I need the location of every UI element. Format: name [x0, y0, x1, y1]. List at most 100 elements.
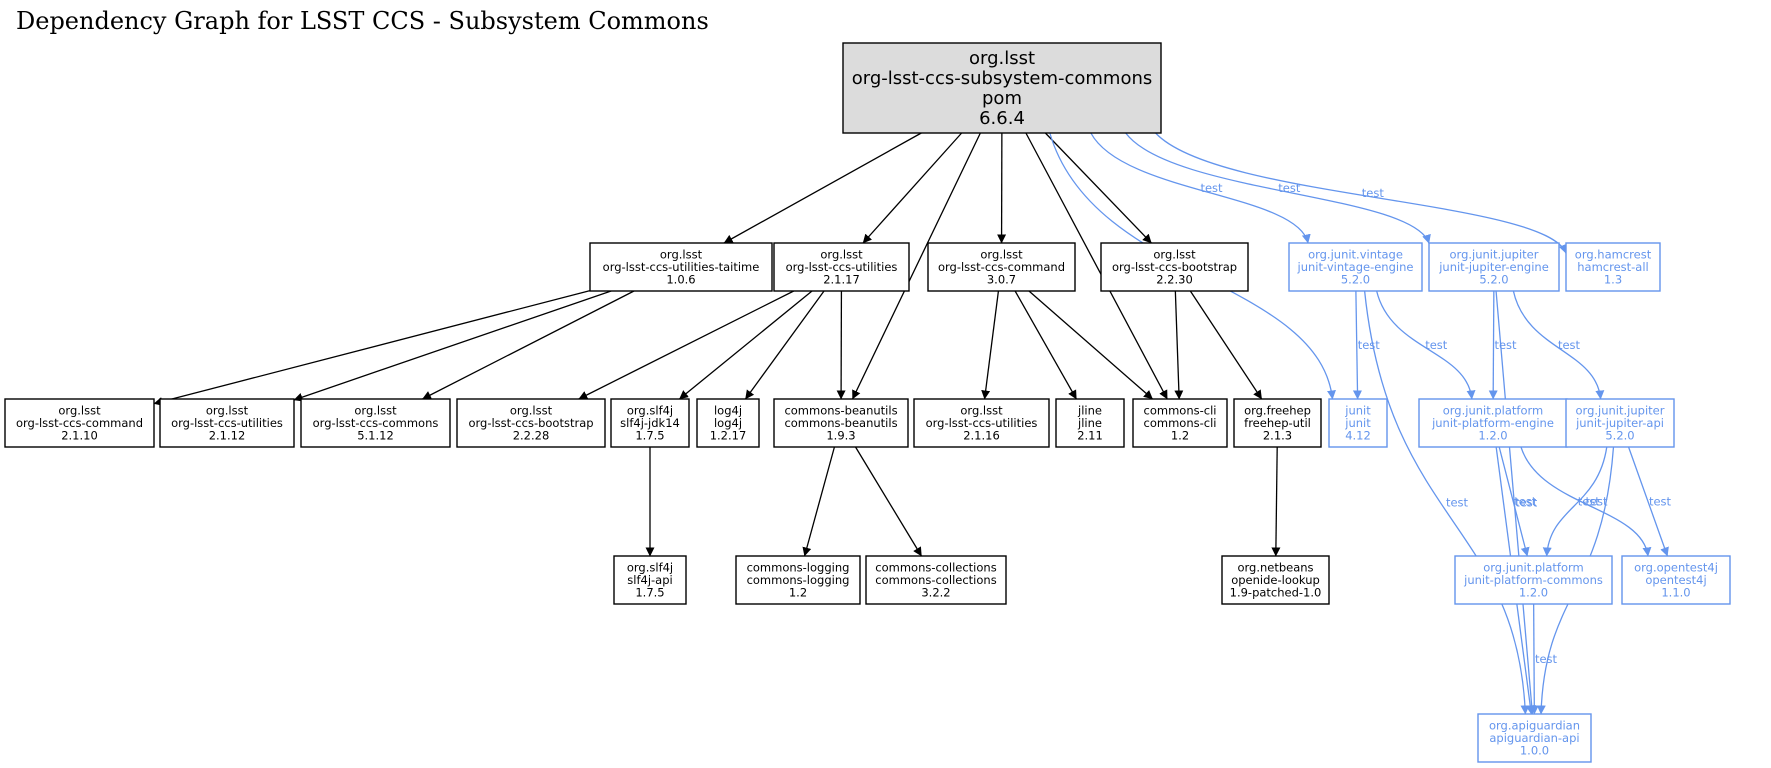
node-label-line: org.lsst — [660, 248, 703, 262]
edge-bootstrap-2230-to-freehep — [1189, 290, 1263, 400]
node-label-line: 1.2 — [1171, 429, 1189, 443]
node-label-line: 6.6.4 — [979, 108, 1025, 129]
edge-util-taitime-to-commons-5112 — [422, 290, 635, 400]
node-label-line: junit — [1344, 404, 1371, 418]
edge-line — [1488, 290, 1498, 400]
node-label-line: commons-collections — [875, 561, 996, 575]
node-label-line: 1.2.17 — [710, 429, 747, 443]
edge-line — [1044, 132, 1152, 244]
edge-label: test — [1200, 181, 1223, 195]
node-openide[interactable]: org.netbeansopenide-lookup1.9-patched-1.… — [1221, 555, 1330, 605]
node-box — [1565, 242, 1661, 292]
edge-line — [1174, 290, 1184, 400]
node-platform-commons[interactable]: org.junit.platformjunit-platform-commons… — [1454, 555, 1613, 605]
node-label-line: 1.3 — [1604, 273, 1622, 287]
edge-line — [862, 132, 963, 244]
edge-line — [1125, 132, 1431, 244]
edge-line — [1498, 446, 1530, 557]
node-box — [1233, 398, 1322, 448]
edge-util-2117-to-log4j — [744, 290, 825, 400]
node-box — [913, 398, 1050, 448]
edge-label: test — [1649, 495, 1672, 509]
node-label-line: org.netbeans — [1237, 561, 1313, 575]
node-label-line: 1.1.0 — [1661, 586, 1690, 600]
node-label-line: commons-beanutils — [784, 404, 897, 418]
edge-beanutils-to-commons-collections — [854, 446, 923, 557]
node-box — [735, 555, 861, 605]
edge-line — [1155, 132, 1568, 254]
node-util-taitime[interactable]: org.lsstorg-lsst-ccs-utilities-taitime1.… — [589, 242, 773, 292]
edge-line — [293, 290, 612, 402]
edge-line — [1363, 290, 1530, 715]
node-platform-engine[interactable]: org.junit.platformjunit-platform-engine1… — [1418, 398, 1568, 448]
node-label-line: org.slf4j — [627, 561, 673, 575]
node-label-line: commons-logging — [747, 573, 850, 587]
node-label-line: 1.9-patched-1.0 — [1230, 586, 1322, 600]
edge-line — [1627, 446, 1669, 557]
node-label-line: log4j — [714, 416, 742, 430]
edge-root-to-hamcrest: test — [1155, 132, 1568, 254]
node-box — [696, 398, 760, 448]
node-box — [1288, 242, 1423, 292]
edge-platform-engine-to-platform-commons: test — [1498, 446, 1537, 557]
node-label-line: 1.2.0 — [1478, 429, 1507, 443]
node-box — [1621, 555, 1731, 605]
node-jupiter-engine[interactable]: org.junit.jupiterjunit-jupiter-engine5.2… — [1428, 242, 1560, 292]
node-box — [1055, 398, 1125, 448]
node-label-line: slf4j-api — [627, 573, 672, 587]
node-label-line: commons-collections — [875, 573, 996, 587]
edge-line — [854, 446, 923, 557]
node-label-line: org.junit.vintage — [1308, 248, 1403, 262]
edge-line — [1520, 446, 1652, 557]
node-root[interactable]: org.lsstorg-lsst-ccs-subsystem-commonspo… — [842, 42, 1162, 134]
node-label-line: 2.1.3 — [1263, 429, 1292, 443]
node-label-line: 1.7.5 — [635, 429, 664, 443]
node-label-line: org-lsst-ccs-utilities — [926, 416, 1038, 430]
node-label-line: slf4j-jdk14 — [620, 416, 680, 430]
node-label-line: 4.12 — [1345, 429, 1371, 443]
node-vintage-engine[interactable]: org.junit.vintagejunit-vintage-engine5.2… — [1288, 242, 1423, 292]
edge-jupiter-engine-to-apiguardian: test — [1495, 290, 1538, 715]
node-label-line: 1.2 — [789, 586, 807, 600]
node-label-line: jline — [1077, 416, 1102, 430]
node-label-line: 2.2.30 — [1156, 273, 1193, 287]
node-label-line: org.lsst — [206, 404, 249, 418]
edge-jupiter-api-to-opentest4j: test — [1627, 446, 1672, 557]
edge-platform-engine-to-opentest4j: test — [1520, 446, 1652, 557]
node-box — [865, 555, 1007, 605]
node-label-line: org.freehep — [1244, 404, 1311, 418]
edge-command-307-to-util-2116 — [981, 290, 1000, 400]
edge-line — [802, 446, 836, 557]
edge-root-to-commons-cli — [1025, 132, 1168, 400]
node-commons-collections[interactable]: commons-collectionscommons-collections3.… — [865, 555, 1007, 605]
node-label-line: 5.2.0 — [1341, 273, 1370, 287]
nodes-layer: org.lsstorg-lsst-ccs-subsystem-commonspo… — [4, 42, 1731, 763]
node-label-line: junit-jupiter-engine — [1438, 260, 1549, 274]
edge-line — [1028, 290, 1153, 400]
node-label-line: junit-platform-engine — [1431, 416, 1554, 430]
node-label-line: 2.2.28 — [513, 429, 550, 443]
edge-root-to-util-taitime — [723, 132, 922, 244]
node-label-line: 1.0.6 — [666, 273, 695, 287]
